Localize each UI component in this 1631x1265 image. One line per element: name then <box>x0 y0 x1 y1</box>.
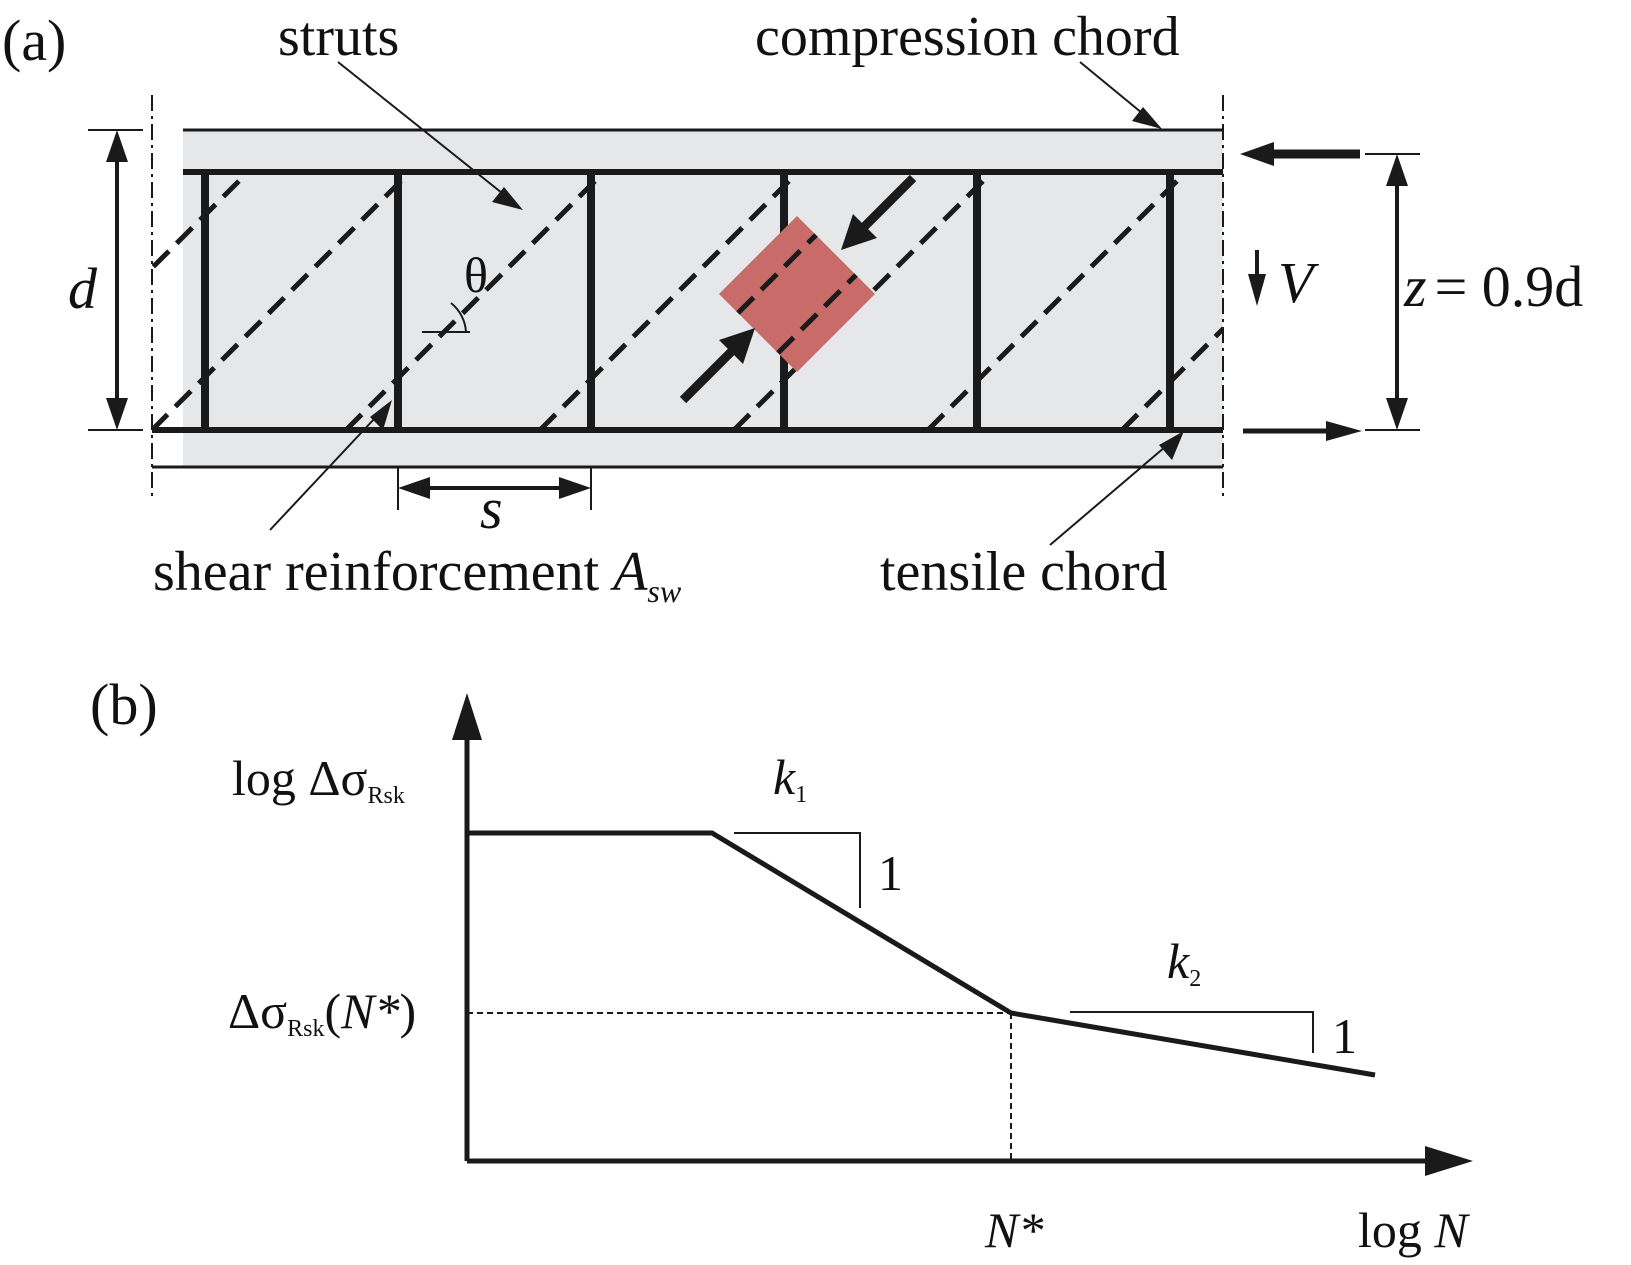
element-compression-arrows <box>679 174 917 404</box>
theta-label: θ <box>464 247 488 303</box>
shear-reinforcement-label: shear reinforcement Asw <box>153 541 682 609</box>
V-label: V <box>1278 250 1320 315</box>
struts-label: struts <box>278 6 399 68</box>
z-label: z= 0.9d <box>1403 254 1583 319</box>
x-tick-n-star: N* <box>984 1202 1043 1258</box>
tensile-chord-label: tensile chord <box>880 541 1168 603</box>
compression-force-arrow <box>1240 142 1360 166</box>
shear-reinforcement-leader <box>269 400 392 531</box>
compression-chord-label: compression chord <box>755 6 1180 68</box>
compression-chord-leader <box>1079 61 1162 129</box>
y-axis-arrowhead <box>452 693 482 740</box>
y-reference-label: ΔσRsk(N*) <box>228 983 416 1042</box>
sn-curve <box>467 830 1376 1078</box>
x-axis-arrowhead <box>1425 1146 1473 1176</box>
s-dimension-arrow <box>398 477 591 499</box>
d-dimension-arrow <box>106 130 128 430</box>
x-axis-label: log N <box>1358 1202 1470 1258</box>
panel-a: (a) <box>2 6 1583 609</box>
k1-label: k1 <box>773 749 807 808</box>
shear-force-arrow <box>1248 250 1266 306</box>
stress-element <box>719 216 875 372</box>
panel-b-label: (b) <box>90 672 158 737</box>
k2-rise-label: 1 <box>1332 1008 1357 1064</box>
stress-element-dashes <box>736 233 858 355</box>
panel-b: (b) log ΔσRsk ΔσRsk(N*) k1 1 k2 1 N* log… <box>90 672 1473 1258</box>
y-axis-label: log ΔσRsk <box>232 750 405 809</box>
k2-label: k2 <box>1167 933 1201 992</box>
k1-rise-label: 1 <box>878 845 903 901</box>
tension-force-arrow <box>1243 421 1362 441</box>
theta-arc <box>450 302 467 333</box>
stirrups <box>201 172 1174 430</box>
d-label: d <box>68 256 98 321</box>
s-label: s <box>480 476 503 541</box>
panel-a-label: (a) <box>2 8 66 73</box>
slope-triangle-k2 <box>1070 1011 1314 1053</box>
beam-body <box>183 130 1223 467</box>
tensile-chord-leader <box>1049 431 1184 546</box>
z-dimension-arrow <box>1386 154 1408 430</box>
slope-triangle-k1 <box>734 832 861 908</box>
struts-leader <box>337 61 523 210</box>
